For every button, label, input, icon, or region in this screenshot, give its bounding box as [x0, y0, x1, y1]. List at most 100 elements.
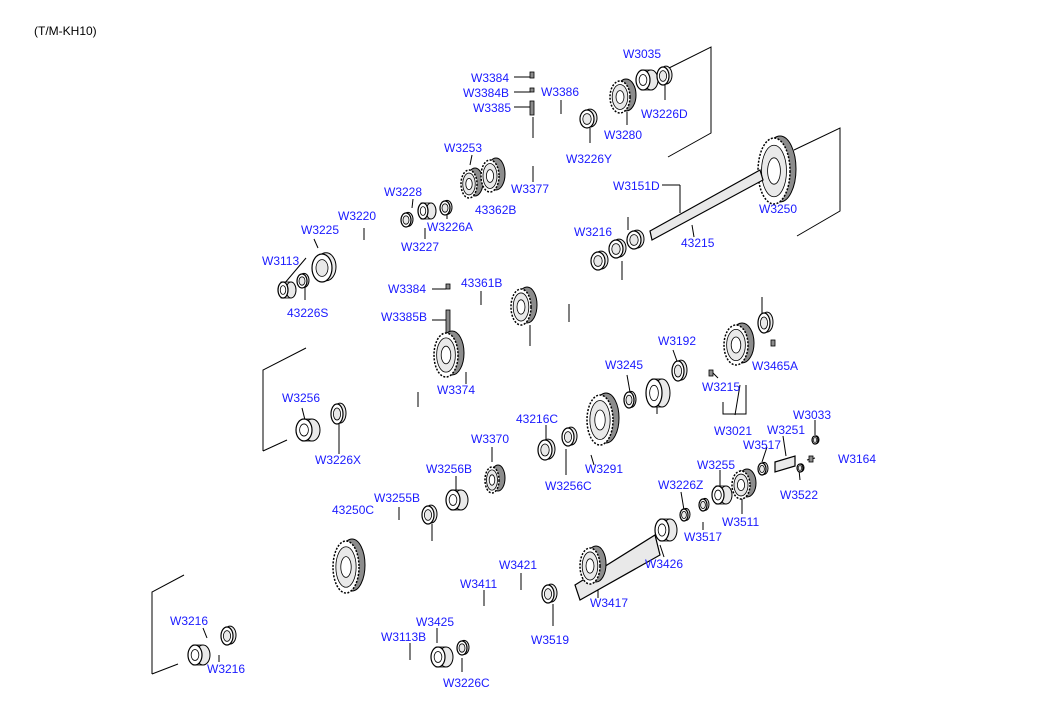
ring-w3256c [561, 426, 578, 447]
part-callout-w3421[interactable]: W3421 [499, 558, 538, 572]
part-callout-w3291[interactable]: W3291 [585, 462, 624, 476]
ring-w3465 [757, 311, 774, 334]
part-callout-w3256c[interactable]: W3256C [545, 479, 592, 493]
ring-w3226a [439, 199, 453, 216]
part-callout-w3411[interactable]: W3411 [460, 577, 498, 591]
part-callout-43361b[interactable]: 43361B [461, 276, 503, 290]
bracket-frame [262, 439, 288, 452]
part-callout-w3251[interactable]: W3251 [767, 423, 806, 437]
part-callout-w3226z[interactable]: W3226Z [658, 478, 704, 492]
part-callout-w3522[interactable]: W3522 [780, 488, 819, 502]
part-callout-w3245[interactable]: W3245 [605, 358, 644, 372]
ring-w3225 [311, 252, 337, 283]
part-callout-w3386[interactable]: W3386 [541, 85, 580, 99]
gear-w3417 [579, 545, 607, 585]
part-callout-w3226y[interactable]: W3226Y [566, 152, 613, 166]
needle-bearing-w3035 [635, 69, 659, 91]
part-callout-w3519[interactable]: W3519 [531, 633, 570, 647]
ring-w3255b [421, 504, 438, 525]
part-callout-w3033[interactable]: W3033 [793, 408, 832, 422]
leader-line [659, 544, 665, 558]
leader-line [283, 257, 307, 285]
part-callout-w3151d[interactable]: W3151D [613, 179, 660, 193]
part-callout-w3228[interactable]: W3228 [384, 185, 423, 199]
part-callout-w3035[interactable]: W3035 [623, 47, 662, 61]
part-callout-w3216[interactable]: W3216 [207, 662, 246, 676]
leader-line [626, 374, 631, 393]
bearing-w3216-a [187, 644, 211, 666]
bracket-frame [262, 347, 307, 451]
ring-w3192 [671, 359, 688, 382]
part-callout-w3384b[interactable]: W3384B [463, 86, 510, 100]
part-callout-w3227[interactable]: W3227 [401, 240, 440, 254]
part-callout-w3226a[interactable]: W3226A [427, 220, 474, 234]
ring-w3370 [484, 464, 506, 494]
ring-w3226x [330, 402, 347, 425]
part-callout-w3517[interactable]: W3517 [684, 530, 723, 544]
part-callout-w3113b[interactable]: W3113B [381, 630, 427, 644]
bracket-frame [722, 385, 747, 415]
ring-43226s [296, 272, 310, 289]
part-callout-43362b[interactable]: 43362B [475, 203, 517, 217]
part-callout-w3225[interactable]: W3225 [301, 223, 340, 237]
leader-line [202, 627, 208, 639]
part-callout-w3384[interactable]: W3384 [388, 282, 427, 296]
part-callout-w3021[interactable]: W3021 [714, 424, 753, 438]
part-callout-w3517[interactable]: W3517 [743, 438, 782, 452]
part-callout-w3385b[interactable]: W3385B [381, 310, 428, 324]
part-callout-w3255b[interactable]: W3255B [374, 491, 421, 505]
part-callout-w3256b[interactable]: W3256B [426, 462, 473, 476]
part-callout-w3511[interactable]: W3511 [722, 515, 760, 529]
washer-w3522 [796, 463, 805, 473]
part-callout-w3255[interactable]: W3255 [697, 458, 736, 472]
bearing-w3425 [430, 646, 454, 668]
ring-w3216-b [220, 625, 237, 646]
shaft-43215 [649, 169, 764, 241]
leader-line [411, 198, 414, 209]
bearing-w3192-b [645, 378, 671, 408]
bolt-w3215 [708, 369, 714, 377]
part-callout-w3280[interactable]: W3280 [604, 128, 643, 142]
leader-line [761, 446, 768, 463]
leader-line [469, 154, 473, 166]
ring-w3216c [590, 250, 609, 271]
part-callout-43226s[interactable]: 43226S [287, 306, 329, 320]
part-callout-w3216[interactable]: W3216 [170, 614, 209, 628]
bearing-w3113 [277, 281, 297, 299]
ring-43362b [480, 157, 506, 193]
bolt-w3465a [770, 339, 776, 347]
bracket-frame [660, 46, 712, 158]
part-callout-w3164[interactable]: W3164 [838, 452, 877, 466]
part-callout-w3250[interactable]: W3250 [759, 202, 798, 216]
part-callout-w3220[interactable]: W3220 [338, 209, 377, 223]
part-callout-w3426[interactable]: W3426 [645, 557, 684, 571]
part-callout-43215[interactable]: 43215 [681, 236, 715, 250]
washer-w3228 [400, 211, 414, 228]
ring-w3226c [456, 639, 470, 656]
part-callout-w3216[interactable]: W3216 [574, 225, 613, 239]
part-callout-w3215[interactable]: W3215 [702, 380, 741, 394]
part-callout-w3256[interactable]: W3256 [282, 391, 321, 405]
part-callout-w3253[interactable]: W3253 [444, 141, 483, 155]
part-callout-w3377[interactable]: W3377 [511, 182, 550, 196]
part-callout-w3465a[interactable]: W3465A [752, 359, 799, 373]
part-callout-w3374[interactable]: W3374 [437, 383, 476, 397]
leader-line [590, 454, 595, 466]
part-callout-w3226c[interactable]: W3226C [443, 676, 490, 690]
part-callout-w3385[interactable]: W3385 [473, 101, 512, 115]
part-callout-w3192[interactable]: W3192 [658, 334, 697, 348]
part-callout-43250c[interactable]: 43250C [332, 503, 375, 517]
part-callout-w3226x[interactable]: W3226X [315, 453, 362, 467]
washer-w3033 [811, 435, 820, 445]
part-callout-w3113[interactable]: W3113 [262, 254, 300, 268]
pin-icon [529, 100, 535, 116]
part-callout-43216c[interactable]: 43216C [516, 412, 559, 426]
part-callout-w3226d[interactable]: W3226D [641, 107, 688, 121]
bearing-w3256 [295, 418, 321, 442]
part-callout-w3384[interactable]: W3384 [471, 71, 510, 85]
part-callout-w3370[interactable]: W3370 [471, 432, 510, 446]
part-callout-w3425[interactable]: W3425 [416, 615, 455, 629]
bracket-frame [151, 663, 179, 675]
part-callout-w3417[interactable]: W3417 [590, 596, 629, 610]
